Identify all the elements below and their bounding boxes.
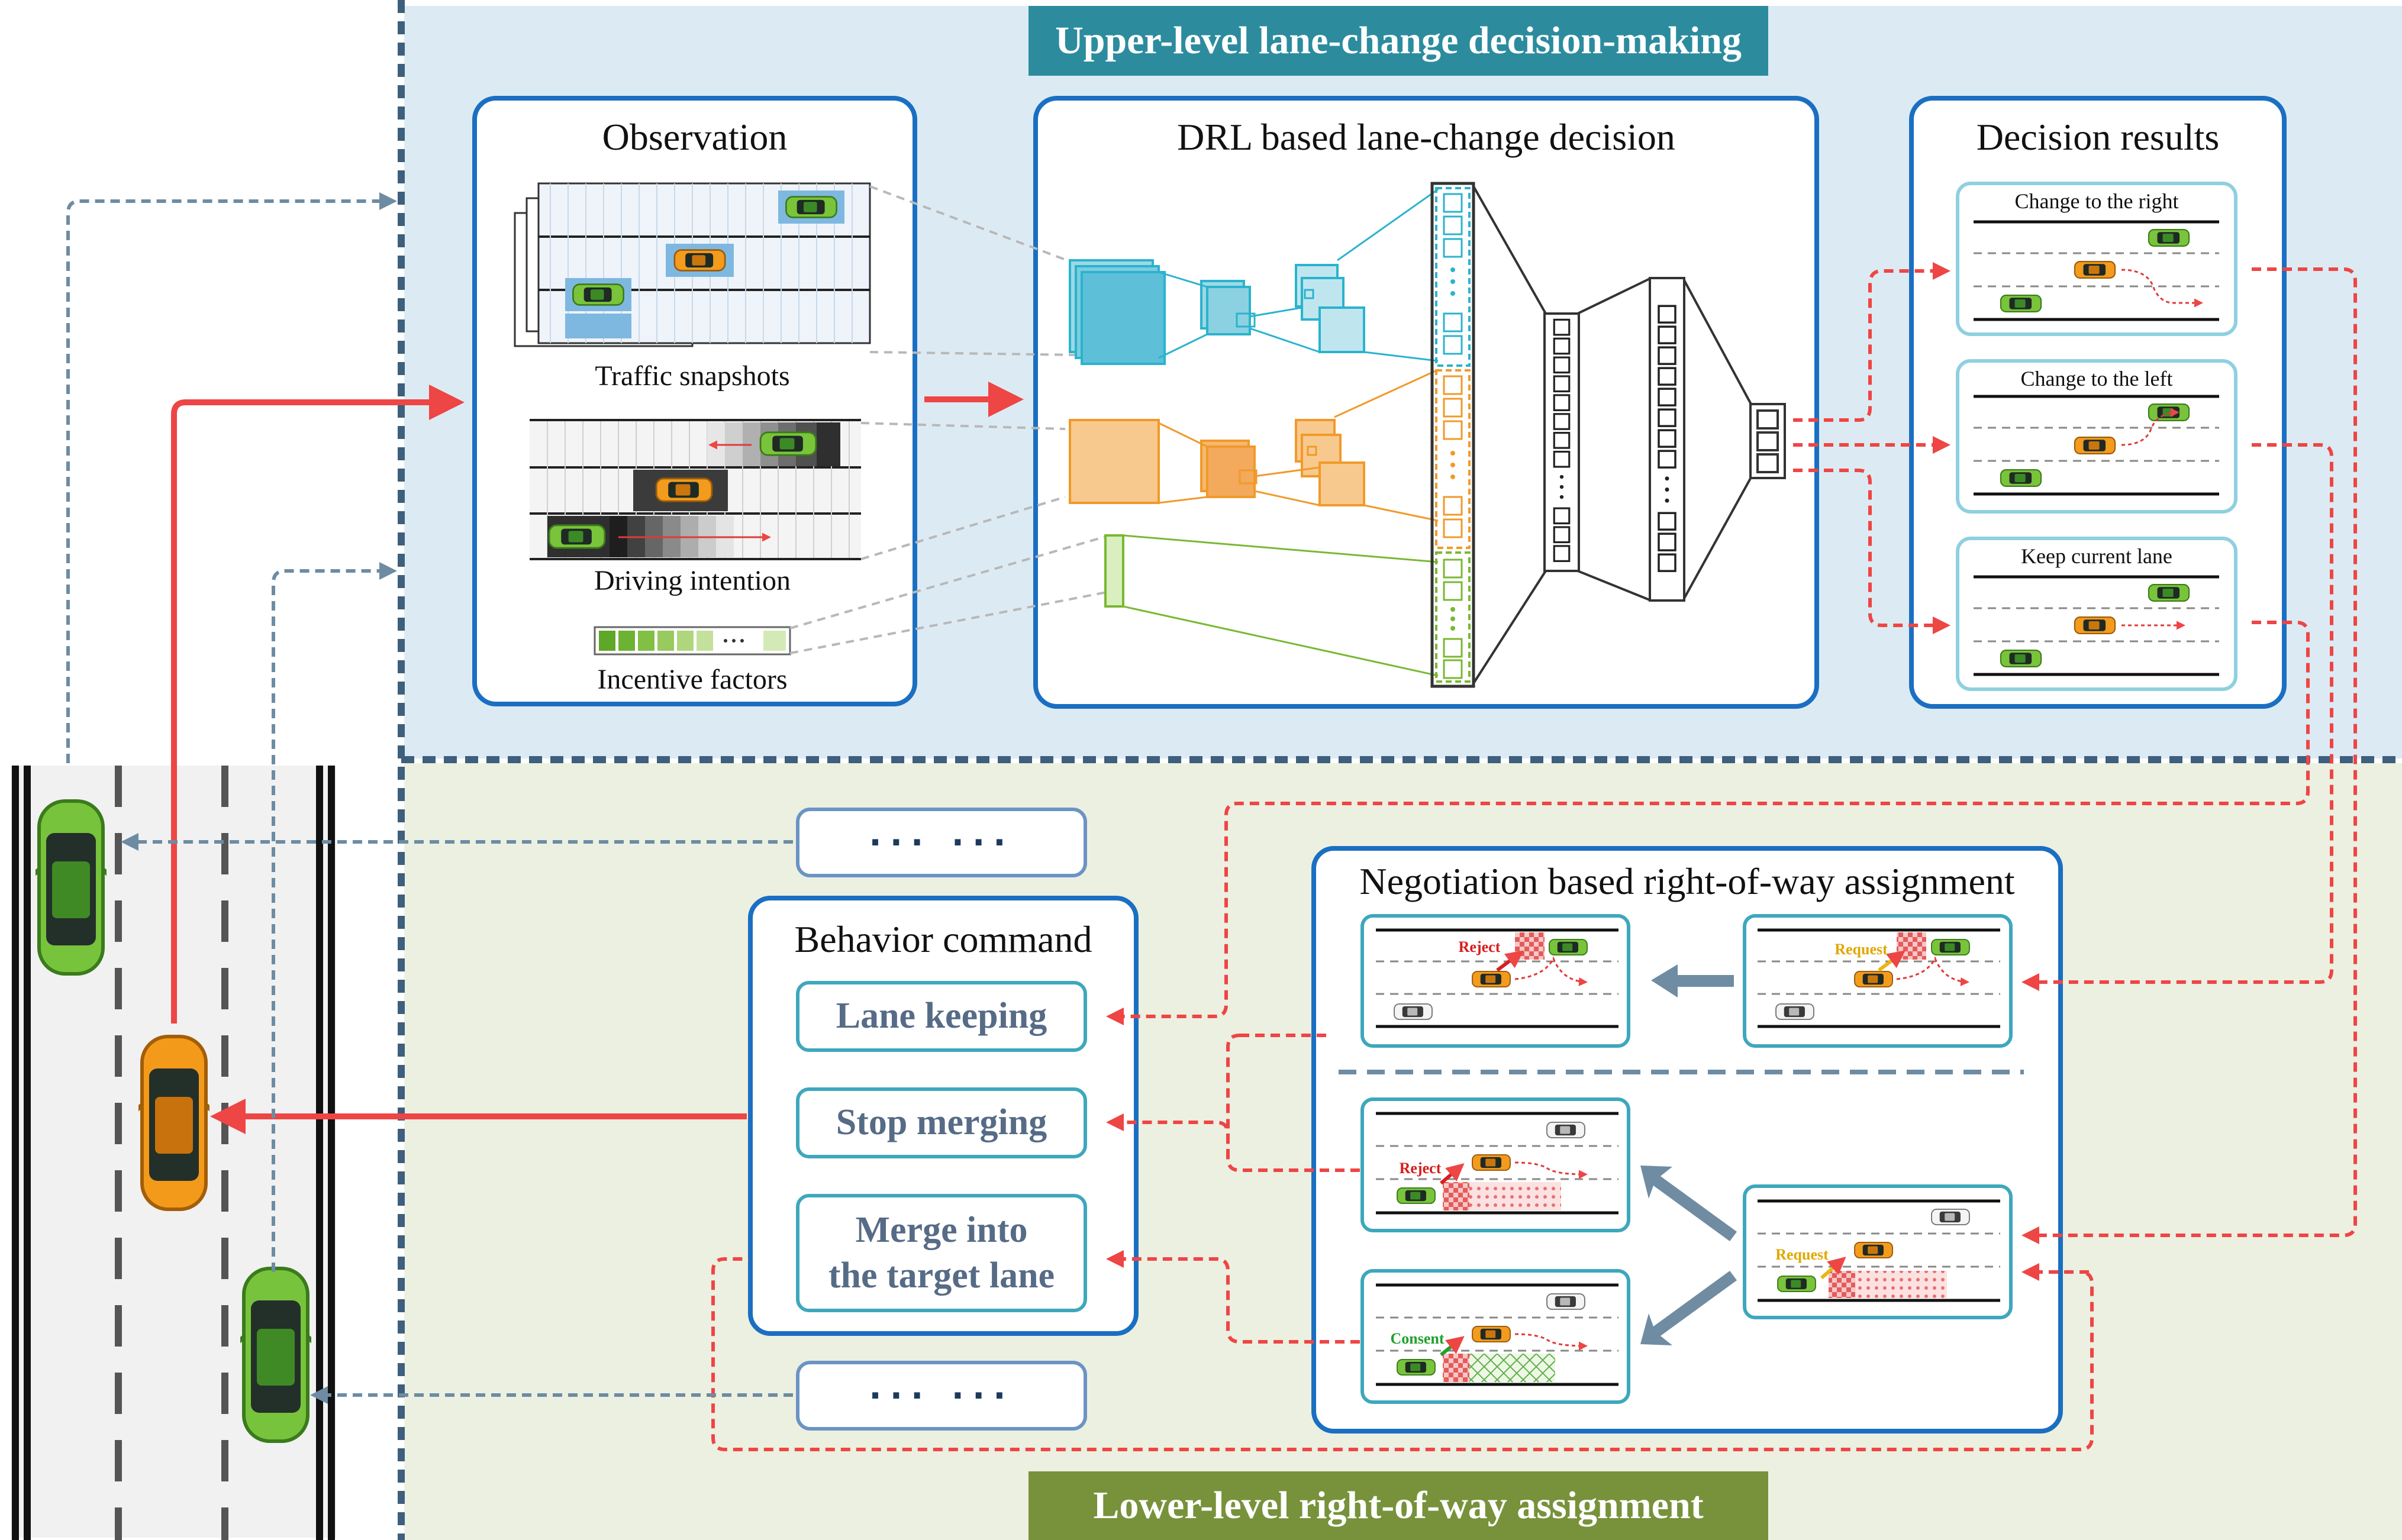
decision-results-title: Decision results [1976, 116, 2220, 158]
negotiation-card-3 [1360, 1097, 1630, 1232]
ellipsis-box-bottom: ··· ··· [796, 1361, 1087, 1431]
decision-left-card [1956, 359, 2237, 514]
decision-keep-card [1956, 537, 2237, 691]
negotiation-card-2 [1743, 914, 2013, 1048]
request-label-1: Request [1834, 941, 1888, 958]
drl-title: DRL based lane-change decision [1177, 116, 1675, 158]
negotiation-title: Negotiation based right-of-way assignmen… [1359, 860, 2015, 902]
fully-connected-layers [1472, 186, 1786, 685]
change-left-label: Change to the left [2020, 367, 2173, 390]
behavior-command-title: Behavior command [794, 918, 1092, 960]
driving-intention-label: Driving intention [594, 565, 791, 596]
reject-label-1: Reject [1458, 938, 1501, 955]
cnn-orange-branch [1069, 369, 1439, 522]
stop-merge-and-merge-arrows [711, 1034, 2094, 1451]
change-right-label: Change to the right [2014, 189, 2179, 213]
traffic-snapshots-graphic [514, 182, 871, 347]
reject-label-2: Reject [1399, 1160, 1442, 1177]
merge-target-lane-command[interactable]: Merge into the target lane [796, 1194, 1087, 1312]
feature-connectors [789, 185, 1110, 654]
negotiation-card-5 [1743, 1184, 2013, 1319]
observation-title: Observation [602, 116, 788, 158]
request-label-2: Request [1775, 1246, 1829, 1263]
negotiation-card-4 [1360, 1269, 1630, 1404]
vehicle-orange-ego [134, 1037, 214, 1209]
incentive-green-branch [1104, 534, 1439, 677]
driving-intention-graphic [530, 419, 861, 560]
ellipsis-box-top: ··· ··· [796, 808, 1087, 877]
traffic-snapshots-label: Traffic snapshots [595, 360, 790, 392]
decision-right-card [1956, 182, 2237, 336]
vehicle-green-top [31, 801, 111, 974]
keep-lane-label: Keep current lane [2021, 544, 2172, 568]
feedback-arrows [66, 192, 793, 1404]
consent-label: Consent [1390, 1330, 1445, 1347]
negotiation-transition-arrows [1640, 964, 1737, 1345]
result-to-negotiation-arrows [1106, 267, 2357, 1244]
decision-to-result-arrows [1793, 262, 1950, 634]
vehicle-green-bottom [236, 1268, 316, 1441]
stop-merging-command[interactable]: Stop merging [796, 1087, 1087, 1158]
incentive-factors-label: Incentive factors [597, 664, 788, 695]
feature-vector [1430, 182, 1475, 688]
main-flow-arrows [171, 382, 1024, 1134]
lane-keeping-command[interactable]: Lane keeping [796, 981, 1087, 1052]
incentive-factors-graphic [594, 626, 791, 656]
upper-level-banner: Upper-level lane-change decision-making [1028, 6, 1768, 76]
cnn-cyan-branch [1069, 188, 1439, 365]
merge-line-1: Merge into [855, 1209, 1028, 1250]
lower-level-banner: Lower-level right-of-way assignment [1028, 1471, 1768, 1540]
negotiation-card-1 [1360, 914, 1630, 1048]
drl-panel [1033, 96, 1819, 709]
merge-line-2: the target lane [828, 1255, 1055, 1296]
